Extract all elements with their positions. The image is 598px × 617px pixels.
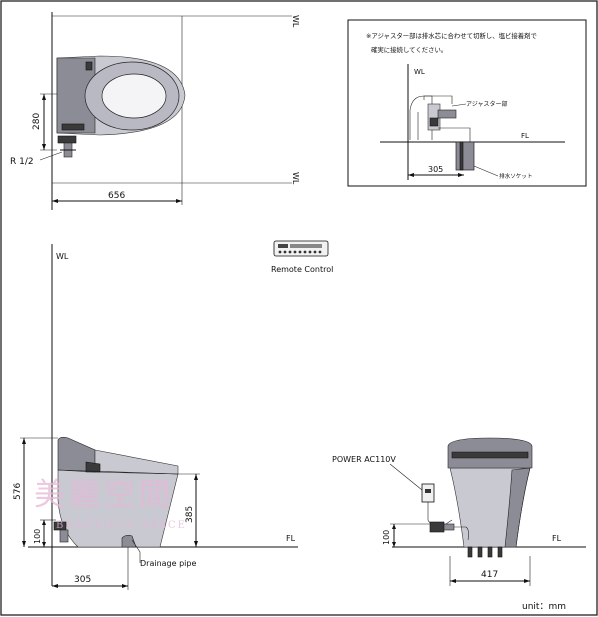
side-supply-valve-icon [53, 521, 69, 543]
side-elevation: WL FL Drainage pipe 576 1 [13, 244, 298, 590]
note-line-2: 確実に接続してください。 [371, 45, 447, 54]
remote-control-label: Remote Control [271, 265, 333, 274]
dim-385: 385 [185, 506, 195, 523]
watermark-sub: BEAUTIFUL SPACE [56, 520, 187, 531]
note-line-1: ※アジャスター部は排水芯に合わせて切断し、塩ビ接着剤で [366, 31, 537, 40]
dim-100-left: 100 [33, 529, 42, 544]
watermark-logo: 美麗空間 BEAUTIFUL SPACE [34, 477, 187, 531]
remote-control-body [273, 240, 329, 257]
drain-socket-shape [455, 141, 475, 171]
power-label: POWER AC110V [332, 455, 396, 464]
toilet-bowl-plan [101, 73, 167, 119]
dim-417: 417 [481, 570, 498, 580]
unit-label: unit：mm [522, 602, 566, 612]
front-fl-label: FL [552, 534, 562, 543]
supply-valve-icon [57, 135, 77, 158]
front-elevation: FL POWER AC110V 100 [332, 437, 586, 586]
r-half-label: R 1/2 [10, 157, 34, 167]
top-view: WL WL 280 R 1/2 656 [10, 12, 300, 210]
dim-576: 576 [13, 483, 23, 500]
inset-wl-label: WL [414, 68, 425, 76]
dim-280: 280 [32, 113, 42, 130]
inset-dim-305: 305 [428, 165, 443, 174]
side-wl-label: WL [56, 252, 69, 261]
wl-label-top: WL [291, 15, 300, 28]
watermark-main: 美麗空間 [34, 477, 174, 513]
drain-socket-label: 排水ソケット [499, 172, 533, 180]
adjuster-detail-inset: ※アジャスター部は排水芯に合わせて切断し、塩ビ接着剤で 確実に接続してください。… [347, 19, 587, 187]
dim-100-right: 100 [382, 530, 391, 545]
dim-305: 305 [74, 575, 91, 585]
adjuster-label: アジャスター部 [466, 100, 507, 108]
drainage-pipe-label: Drainage pipe [140, 559, 196, 568]
wl-label-bottom: WL [291, 172, 300, 185]
dim-656: 656 [108, 191, 125, 201]
front-supply-valve-icon [429, 521, 469, 541]
drainage-pipe-icon [121, 535, 137, 556]
inset-fl-label: FL [521, 132, 529, 140]
side-fl-label: FL [286, 534, 296, 543]
remote-control: Remote Control [271, 240, 333, 274]
